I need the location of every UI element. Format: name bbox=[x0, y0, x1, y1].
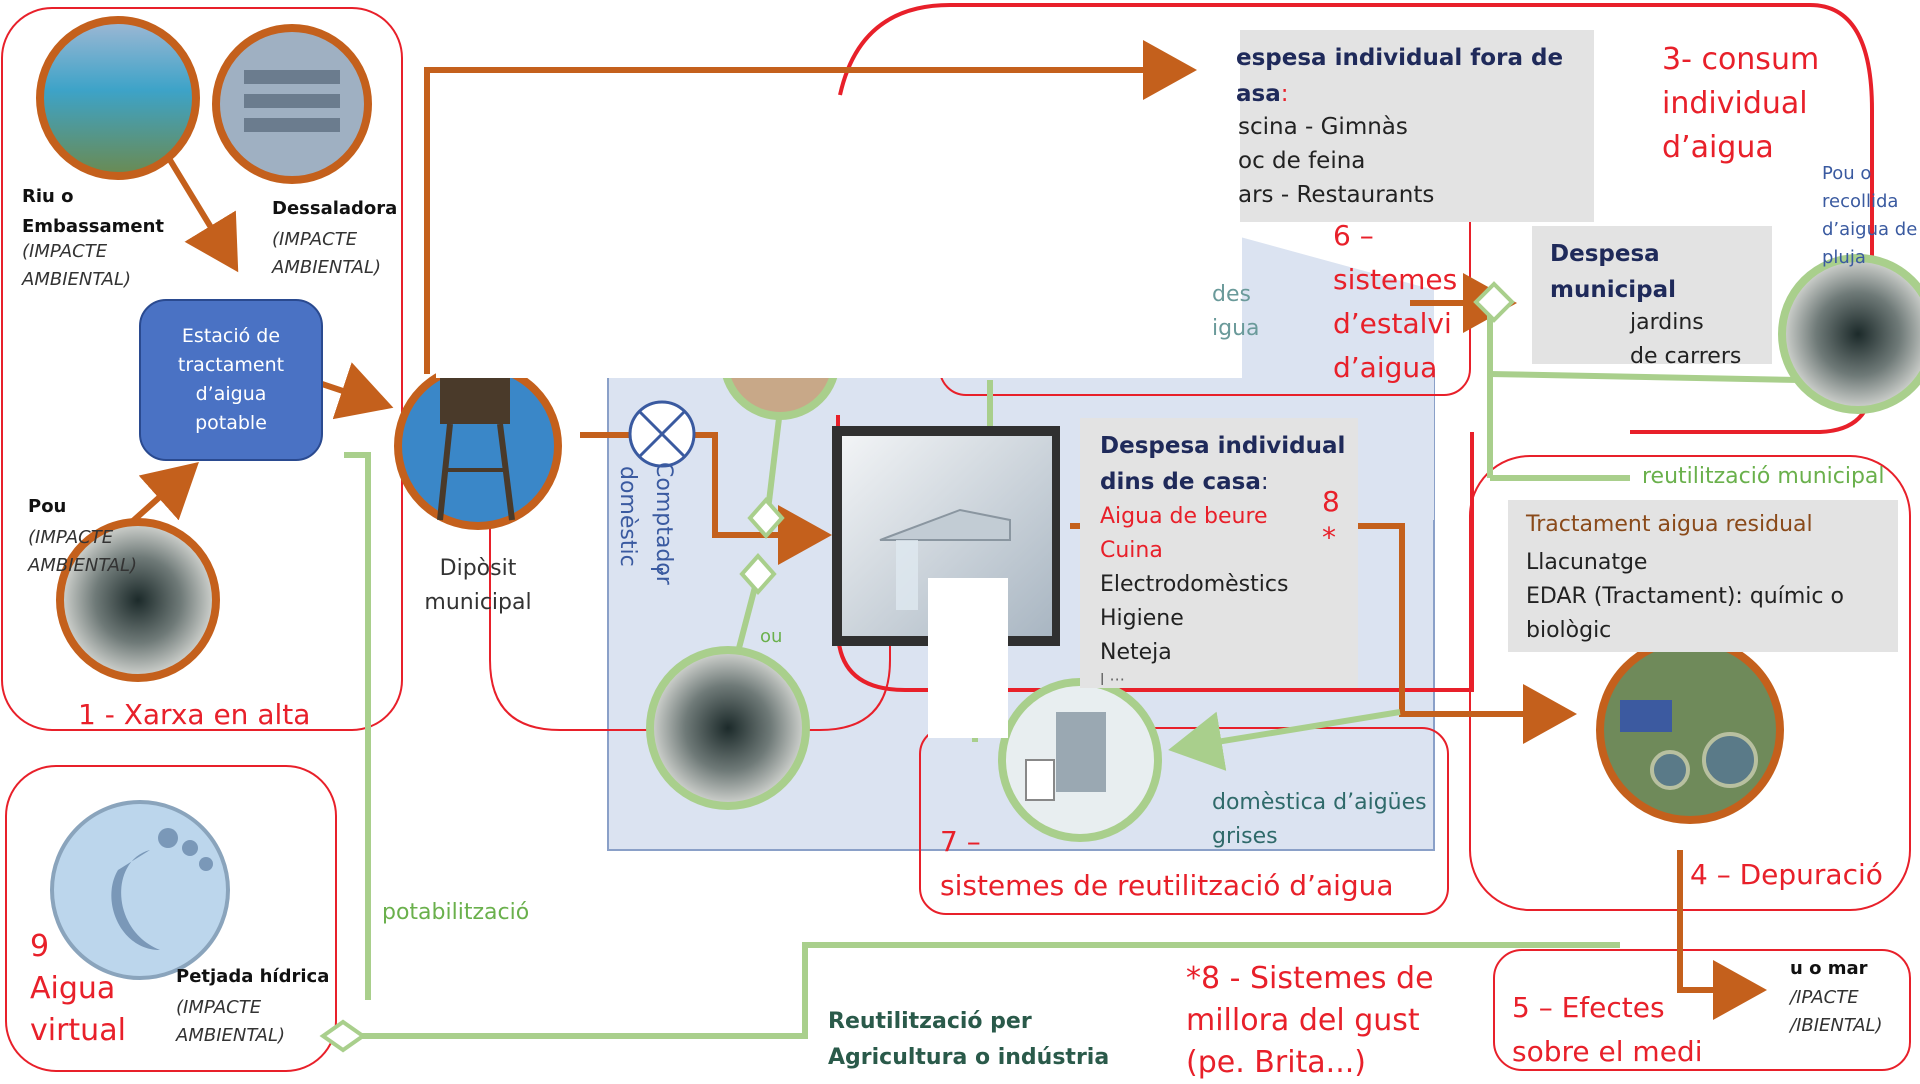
riu-impact: (IMPACTE AMBIENTAL) bbox=[22, 241, 132, 290]
green-municipal-line bbox=[1487, 299, 1506, 478]
zone1-border bbox=[1, 7, 403, 731]
petjada-label: Petjada hídrica bbox=[176, 966, 330, 987]
petjada-impact: (IMPACTE AMBIENTAL) bbox=[176, 997, 286, 1046]
riu-embassament-icon bbox=[36, 16, 200, 180]
zone6-title: 6 – sistemes d’estalvi d’aigua bbox=[1333, 219, 1458, 384]
fora-title: espesa individual fora de asa: bbox=[1236, 40, 1563, 112]
pou-domestic-label: ou bbox=[760, 626, 783, 647]
dins-title-text: Despesa individual dins de casa bbox=[1100, 433, 1346, 495]
dins-cut: l ··· bbox=[1100, 670, 1125, 689]
riu-label: Riu o Embassament bbox=[22, 186, 165, 237]
grises-label: domèstica d’aigües grises bbox=[1212, 790, 1427, 849]
fora-box bbox=[1240, 30, 1594, 222]
etap-label: Estació de tractament d’aigua potable bbox=[177, 325, 285, 434]
zone4-border bbox=[1469, 455, 1911, 911]
green-diamond-petjada bbox=[319, 1019, 367, 1053]
arrow-to-fora bbox=[424, 40, 1197, 374]
arrow-riu-to-etap bbox=[167, 158, 239, 273]
green-diamond-pou bbox=[739, 552, 777, 596]
pou-domestic-icon bbox=[646, 646, 810, 810]
mar-label: u o mar bbox=[1790, 958, 1868, 979]
pou-icon bbox=[56, 518, 220, 682]
reutilitzacio-municipal-label: reutilització municipal bbox=[1642, 464, 1885, 489]
diposit-icon bbox=[394, 362, 562, 530]
pou-recollida-label: Pou o recollida d’aigua de pluja bbox=[1822, 163, 1918, 268]
zone3-title: 3- consum individual d’aigua bbox=[1662, 42, 1820, 165]
green-pou-recollida bbox=[1489, 371, 1801, 383]
zone8-marker: 8 * bbox=[1322, 485, 1340, 554]
green-top-to-home bbox=[765, 409, 783, 511]
etap-node bbox=[139, 299, 323, 461]
municipal-items: jardins de carrers bbox=[1630, 310, 1742, 369]
green-diamond-municipal bbox=[1473, 281, 1515, 323]
municipal-box bbox=[1532, 226, 1772, 364]
residual-items: Llacunatge EDAR (Tractament): químic o b… bbox=[1526, 550, 1844, 643]
green-diamond-top bbox=[747, 496, 785, 540]
dins-colon: : bbox=[1260, 469, 1269, 495]
grises-icon bbox=[998, 678, 1162, 842]
edar-icon bbox=[1596, 636, 1784, 824]
dessaladora-impact: (IMPACTE AMBIENTAL) bbox=[272, 229, 382, 278]
mar-impact: /IPACTE /IBIENTAL) bbox=[1790, 987, 1883, 1036]
zone9-title: 9 Aigua virtual bbox=[30, 929, 126, 1048]
zone1-title: 1 - Xarxa en alta bbox=[78, 698, 311, 731]
zone5-border bbox=[1493, 949, 1911, 1071]
municipal-title: Despesa municipal bbox=[1550, 241, 1676, 303]
r-fragment: r bbox=[645, 566, 670, 576]
zone9-border bbox=[5, 765, 337, 1072]
arrow-etap-to-diposit bbox=[321, 362, 394, 420]
dins-items: Electrodomèstics Higiene Neteja bbox=[1100, 572, 1289, 665]
arrow-to-medi bbox=[1677, 850, 1767, 1020]
zone3-border bbox=[838, 3, 1874, 434]
petjada-icon bbox=[50, 800, 230, 980]
potabilitzacio-label: potabilització bbox=[382, 900, 530, 925]
diposit-label: Dipòsit municipal bbox=[424, 556, 532, 615]
reutilitzacio-agri-label: Reutilització per Agricultura o indústri… bbox=[828, 1009, 1110, 1070]
dessaladora-label: Dessaladora bbox=[272, 198, 398, 219]
dins-box bbox=[1080, 418, 1358, 688]
green-reuse-to-grises bbox=[1168, 709, 1401, 771]
pou-impact: (IMPACTE AMBIENTAL) bbox=[28, 527, 138, 576]
green-agri-line bbox=[345, 942, 1620, 1039]
pou-recollida-icon bbox=[1778, 254, 1920, 414]
residual-box bbox=[1508, 500, 1898, 652]
comptador-icon bbox=[628, 400, 696, 468]
fora-colon: : bbox=[1280, 81, 1289, 107]
zone7-title: 7 – sistemes de reutilització d’aigua bbox=[940, 825, 1394, 902]
pou-label: Pou bbox=[28, 496, 67, 517]
zone8-note: *8 - Sistemes de millora del gust (pe. B… bbox=[1186, 961, 1434, 1080]
domestic-label: domèstic bbox=[615, 466, 640, 567]
des-fragment: des igua bbox=[1212, 282, 1260, 341]
green-potabilitzacio-line bbox=[344, 452, 371, 1000]
zone5-title: 5 – Efectes sobre el medi bbox=[1512, 991, 1703, 1068]
fora-title-text: espesa individual fora de asa bbox=[1236, 45, 1564, 107]
tap-icon bbox=[832, 426, 1060, 646]
dins-title: Despesa individual dins de casa: bbox=[1100, 428, 1345, 500]
zone4-title: 4 – Depuració bbox=[1690, 858, 1883, 891]
residual-title: Tractament aigua residual bbox=[1526, 512, 1813, 537]
mask-home-right bbox=[928, 578, 1008, 738]
dins-red-items: Aigua de beure Cuina bbox=[1100, 504, 1268, 563]
dessaladora-icon bbox=[212, 24, 372, 184]
mask-top-center bbox=[436, 100, 1242, 378]
fora-items: scina - Gimnàs oc de feina ars - Restaur… bbox=[1238, 114, 1435, 208]
